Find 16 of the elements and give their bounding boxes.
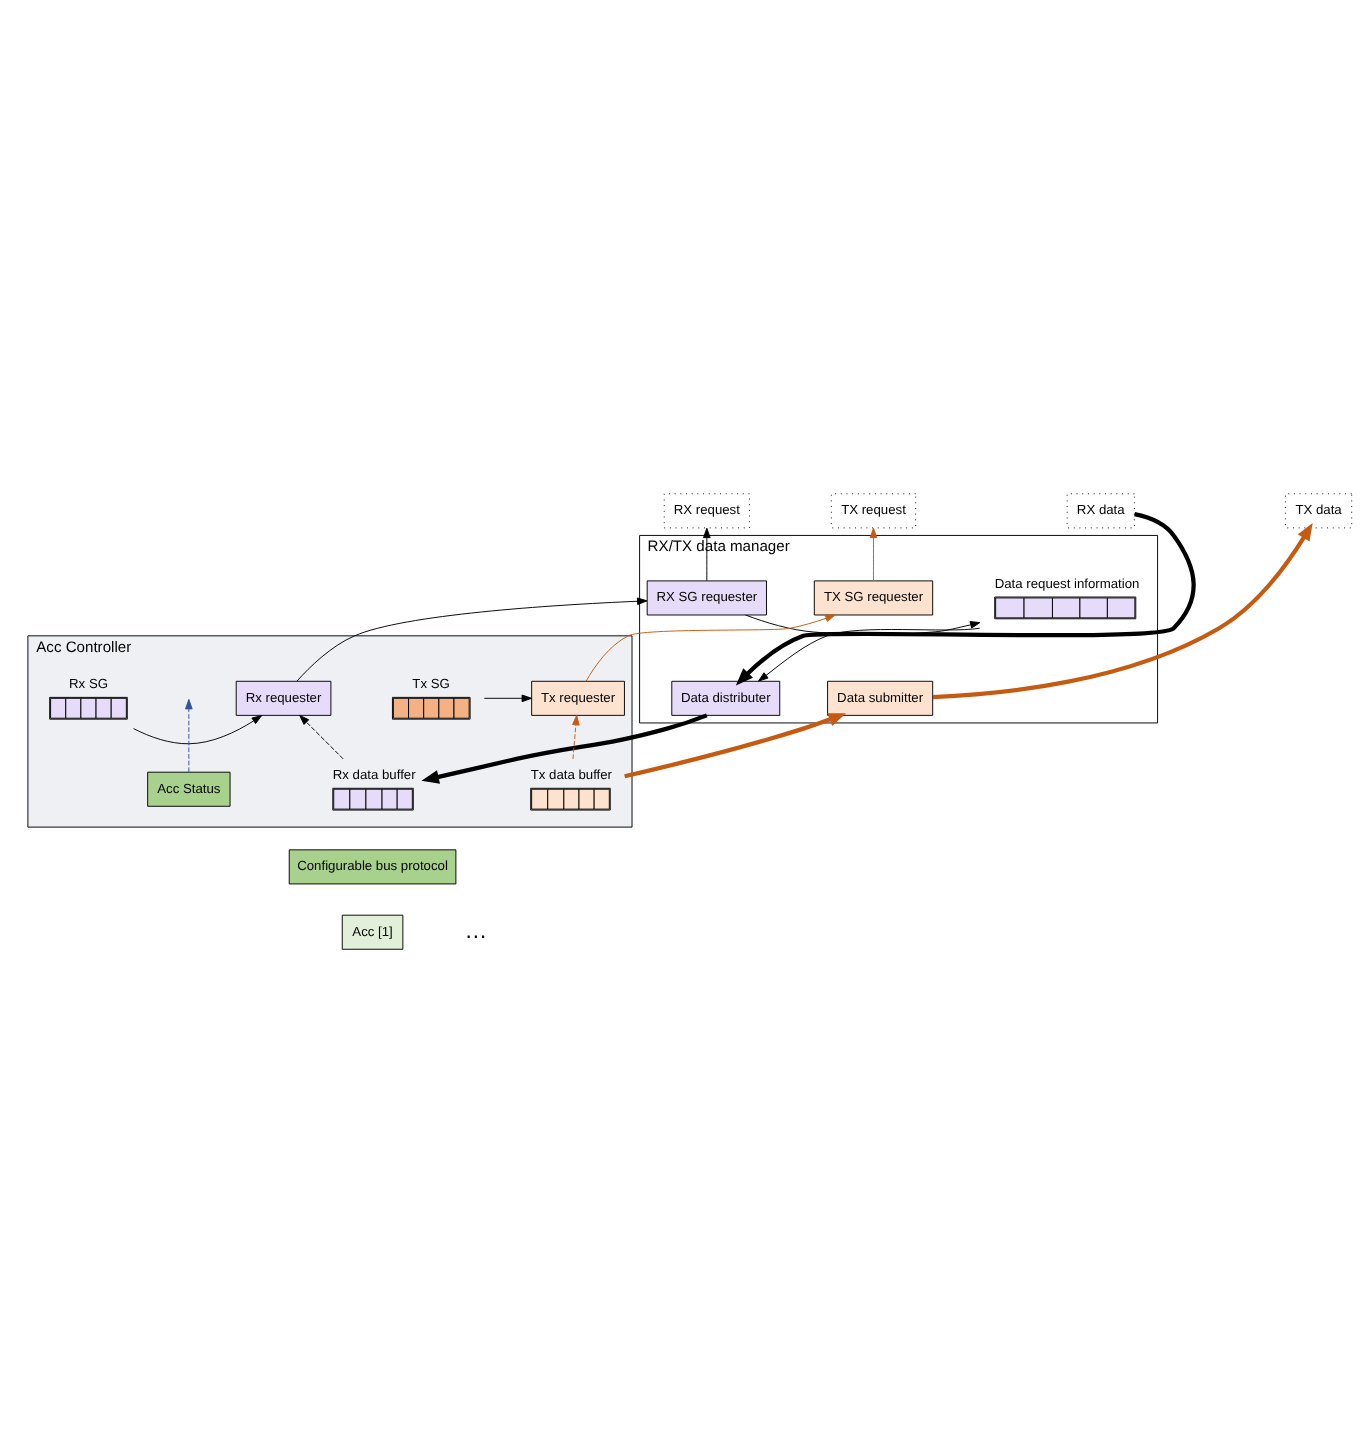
label: … — [464, 919, 488, 944]
arrow — [745, 613, 981, 635]
arrow — [421, 712, 708, 783]
arrow — [296, 596, 648, 681]
arrow — [624, 712, 847, 778]
arrow — [185, 697, 193, 772]
arrow — [735, 511, 1196, 685]
arrow — [758, 626, 981, 681]
arrow — [932, 521, 1313, 699]
arrow — [483, 693, 532, 702]
arrow — [585, 613, 836, 681]
arrow — [572, 713, 580, 759]
arrow — [299, 713, 344, 759]
arrow — [869, 526, 878, 581]
arrow — [703, 526, 711, 581]
arrow — [133, 714, 263, 744]
